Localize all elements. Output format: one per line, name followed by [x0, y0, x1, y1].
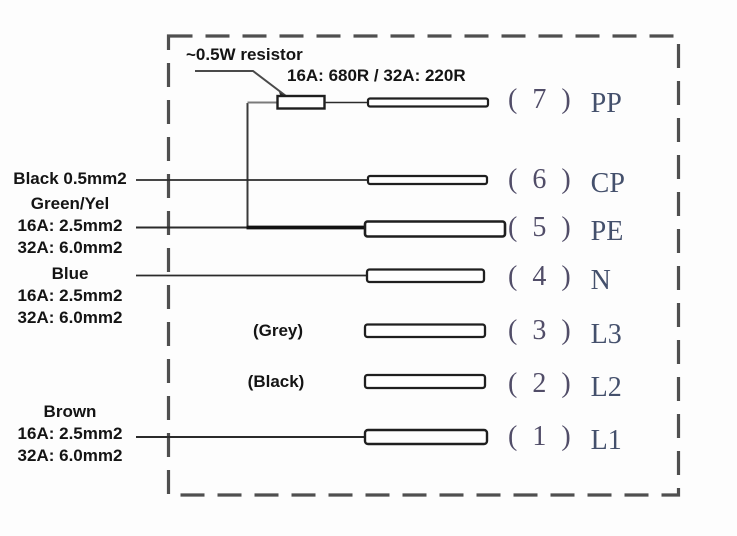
wire-label-line: Black 0.5mm2 [13, 169, 127, 188]
inline-label-l3-grey: (Grey) [252, 321, 304, 340]
pin-number: ( 5 ) [508, 212, 575, 243]
pe-to-resistor-branch [246, 101, 278, 228]
terminal-pin-5-pe [363, 220, 507, 238]
pin-number: ( 4 ) [508, 261, 575, 292]
pin-row-6: ( 6 ) CP [508, 162, 625, 199]
wire-label-l1: Brown 16A: 2.5mm2 32A: 6.0mm2 [4, 401, 136, 467]
resistor-values: 16A: 680R / 32A: 220R [287, 66, 466, 85]
pin-name: L1 [590, 425, 622, 456]
wire-label-line: 16A: 2.5mm2 [17, 216, 123, 235]
pin-number: ( 3 ) [508, 315, 575, 346]
pin-name: L3 [590, 319, 622, 350]
wire-label-cp: Black 0.5mm2 [4, 168, 136, 190]
pin-name: L2 [590, 372, 622, 403]
pin-number: ( 7 ) [508, 84, 575, 115]
terminal-pin-1-l1 [363, 428, 489, 446]
pin-number: ( 2 ) [508, 368, 575, 399]
terminal-pin-6-cp [366, 174, 489, 186]
terminal-pin-3-l3 [363, 323, 487, 339]
pin-name: PE [590, 216, 624, 247]
inline-label-l2-black: (Black) [247, 372, 305, 391]
pin-name: N [590, 265, 611, 296]
pin-number: ( 6 ) [508, 164, 575, 195]
pin-name: CP [590, 168, 625, 199]
pin-row-2: ( 2 ) L2 [508, 366, 622, 403]
resistor-note: ~0.5W resistor [186, 45, 303, 64]
wire-label-line: Green/Yel [30, 194, 110, 213]
wire-label-line: Brown [43, 402, 97, 421]
wire-label-line: Blue [51, 264, 89, 283]
wire-label-line: 16A: 2.5mm2 [17, 286, 123, 305]
pin-row-4: ( 4 ) N [508, 259, 611, 296]
wire-label-line: 32A: 6.0mm2 [17, 238, 123, 257]
pin-name: PP [590, 88, 622, 119]
terminal-pin-4-n [365, 268, 486, 284]
pin-row-3: ( 3 ) L3 [508, 313, 622, 350]
dashed-enclosure-border [166, 34, 681, 497]
wire-label-line: 32A: 6.0mm2 [17, 308, 123, 327]
wire-label-line: 16A: 2.5mm2 [17, 424, 123, 443]
terminal-pin-2-l2 [363, 373, 487, 390]
pin-row-1: ( 1 ) L1 [508, 419, 622, 456]
terminal-pin-7-pp [366, 97, 490, 108]
pin-row-7: ( 7 ) PP [508, 82, 622, 119]
pin-number: ( 1 ) [508, 421, 575, 452]
wire-label-pe: Green/Yel 16A: 2.5mm2 32A: 6.0mm2 [4, 193, 136, 259]
pin-row-5: ( 5 ) PE [508, 210, 624, 247]
wire-label-n: Blue 16A: 2.5mm2 32A: 6.0mm2 [4, 263, 136, 329]
wire-label-line: 32A: 6.0mm2 [17, 446, 123, 465]
resistor-symbol [276, 94, 326, 110]
